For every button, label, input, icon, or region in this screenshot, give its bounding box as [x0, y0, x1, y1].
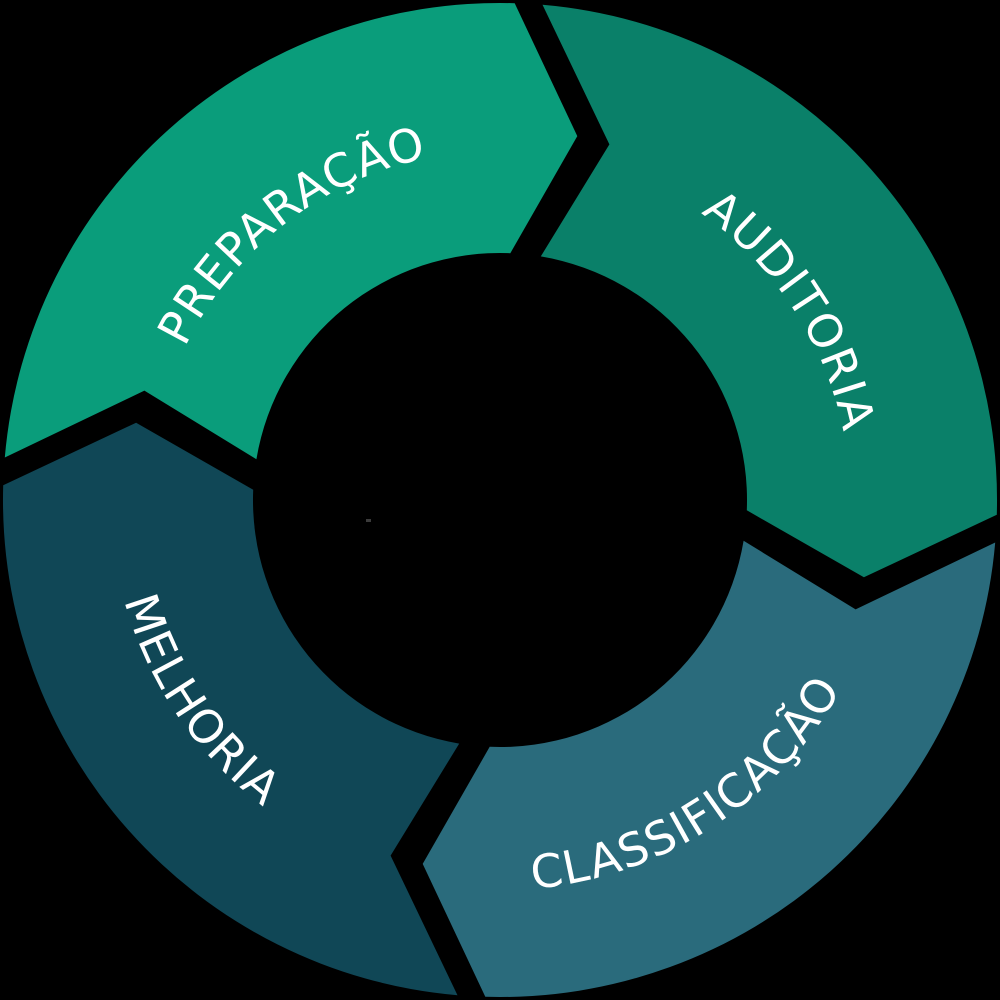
- segment-melhoria: [2, 422, 460, 996]
- segment-classificacao: [422, 540, 996, 998]
- speck-artifact: [366, 519, 371, 522]
- segment-auditoria: [540, 4, 998, 578]
- segment-preparacao: [4, 2, 578, 460]
